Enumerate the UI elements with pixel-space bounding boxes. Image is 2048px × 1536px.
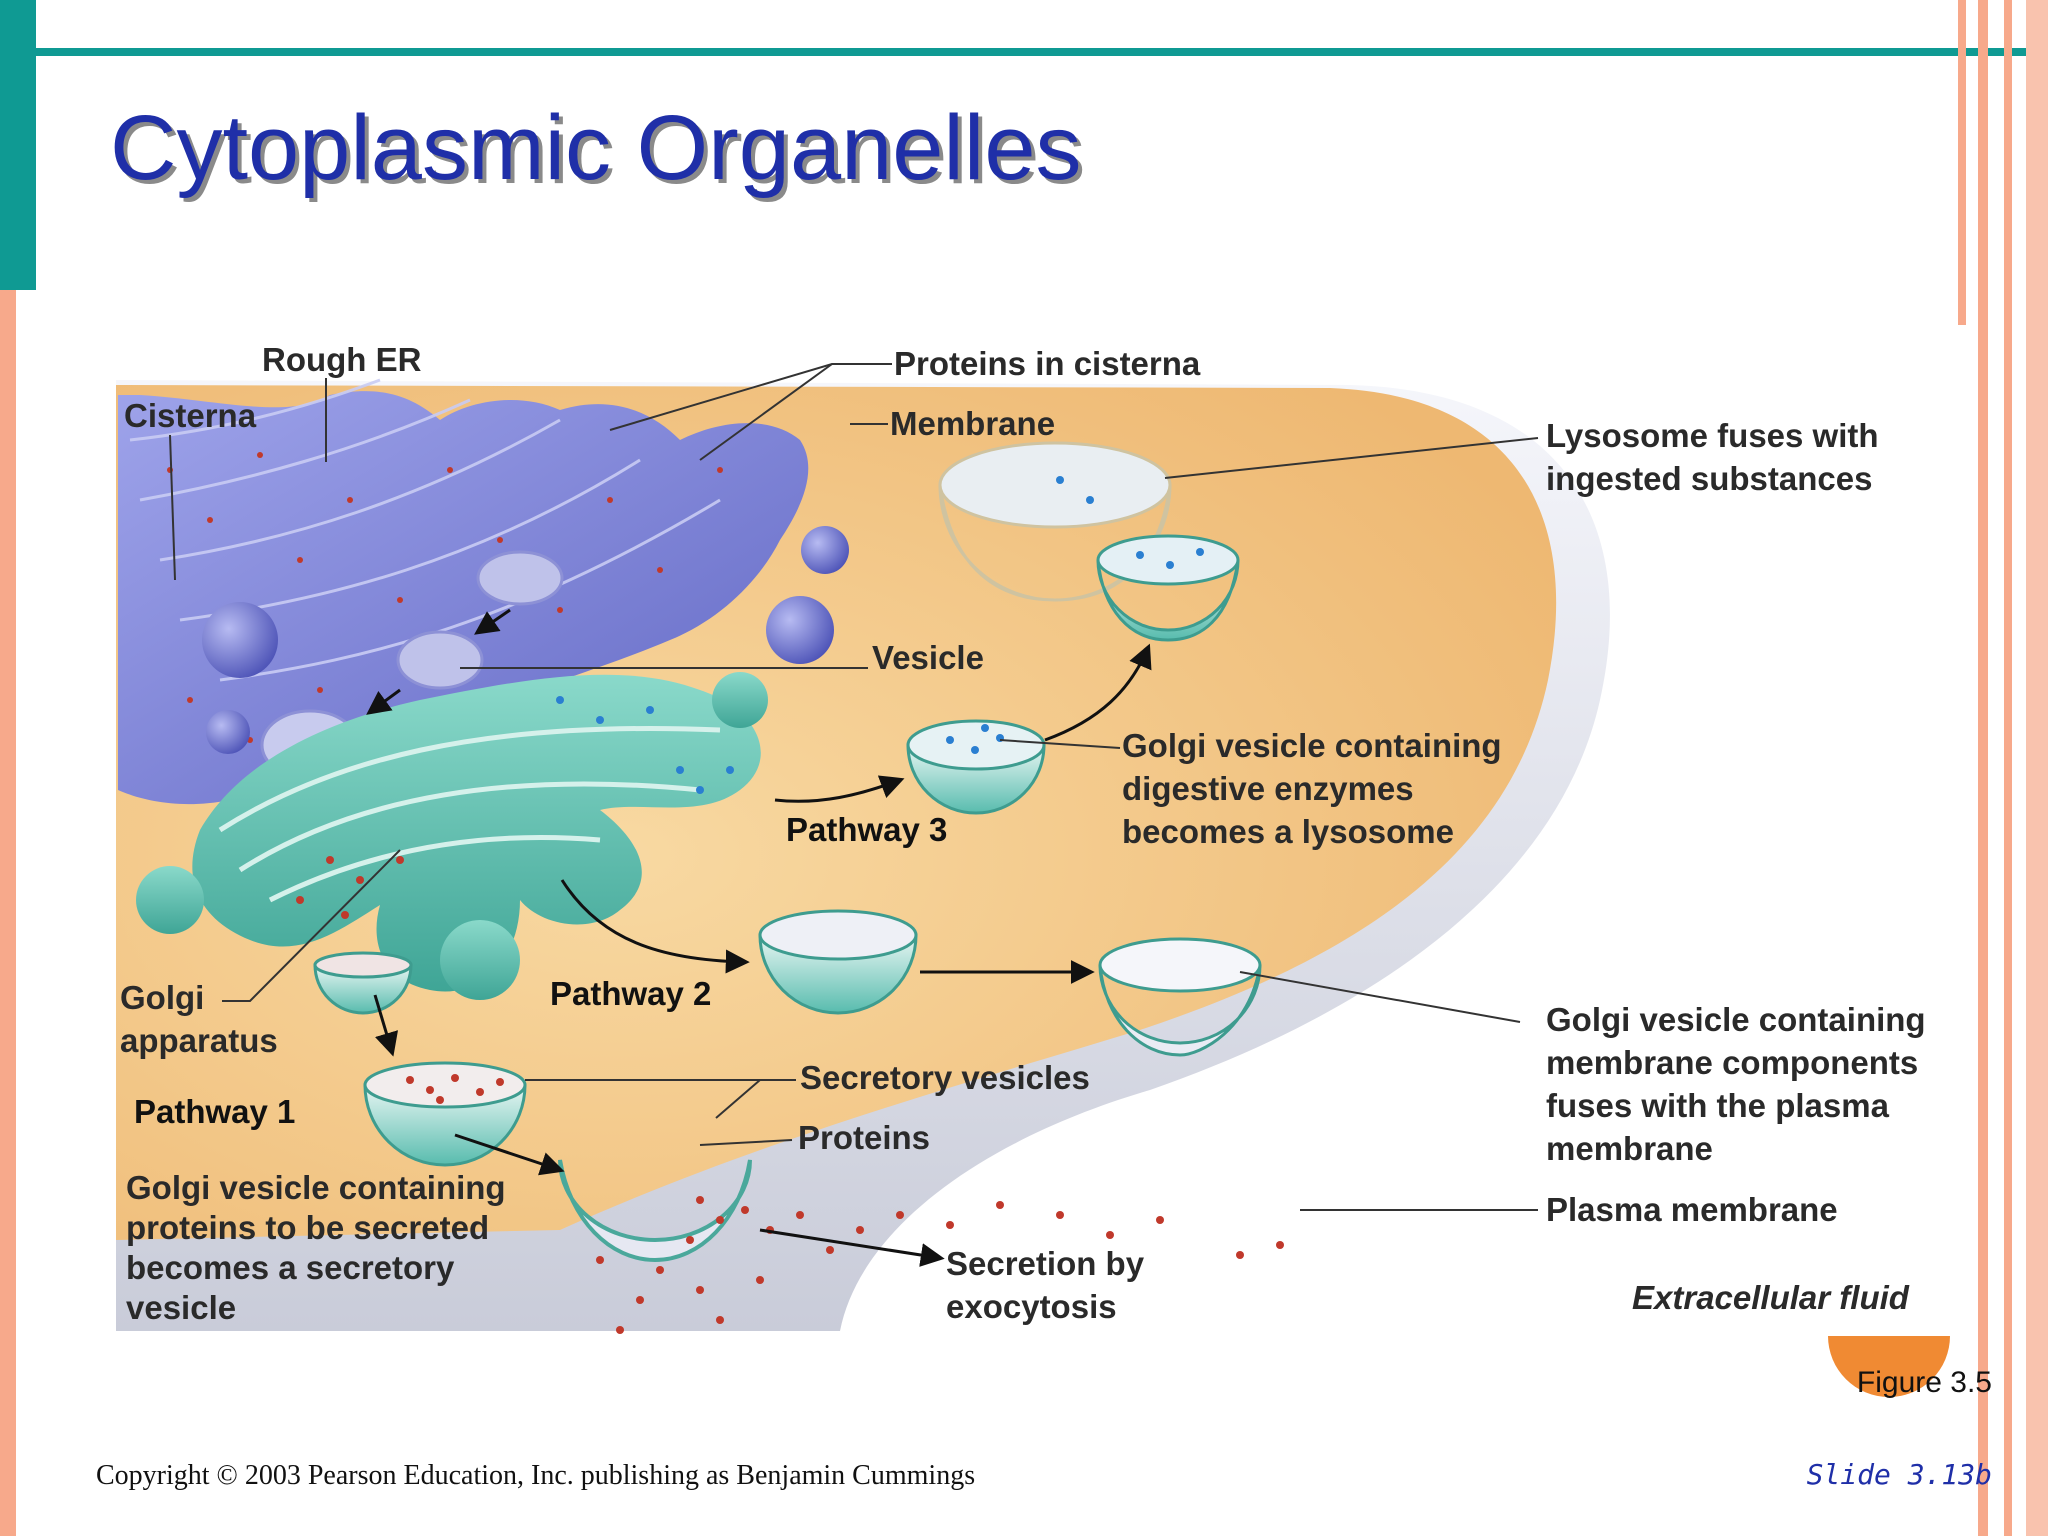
pathway1-vesicle-bud	[313, 963, 413, 1015]
label-lysosome-fuses-line2: ingested substances	[1546, 460, 1873, 497]
er-vesicle-small-2	[801, 526, 849, 574]
label-golgi-membrane-line3: fuses with the plasma	[1546, 1087, 1889, 1124]
label-plasma-membrane: Plasma membrane	[1546, 1191, 1838, 1228]
figure-number: Figure 3.5	[1856, 1366, 1992, 1399]
pathway2-vesicle	[758, 909, 918, 1015]
leader-proteins-cisterna-2	[699, 363, 833, 461]
golgi-bleb-3	[712, 672, 768, 728]
label-golgi-secreted-line2: proteins to be secreted	[126, 1209, 490, 1246]
lysosome-precursor-vesicle	[906, 719, 1046, 815]
leader-lysosome-fuses	[1164, 437, 1539, 479]
label-golgi-membrane-line4: membrane	[1546, 1130, 1713, 1167]
leader-cisterna	[169, 434, 176, 581]
label-extracellular-fluid: Extracellular fluid	[1632, 1279, 1909, 1316]
transport-vesicle-2	[396, 630, 484, 690]
label-golgi-apparatus-line1: Golgi	[120, 979, 205, 1016]
er-vesicle-large	[202, 602, 278, 678]
left-teal-bar	[0, 0, 36, 290]
label-golgi-secreted-line4: vesicle	[126, 1289, 237, 1326]
label-cisterna: Cisterna	[124, 397, 257, 434]
arrow-to-lysosome	[1044, 643, 1152, 742]
arrow-pathway3-to-vesicle	[774, 775, 905, 803]
right-salmon-bar-4	[2026, 0, 2048, 1536]
exocytosis-vesicle	[558, 1159, 752, 1263]
leader-golgi-digestive	[999, 739, 1121, 749]
label-secretory-vesicles: Secretory vesicles	[800, 1059, 1090, 1096]
golgi-apparatus	[192, 674, 761, 992]
er-vesicle-small-3	[206, 710, 250, 754]
arrow-secretion	[759, 1228, 945, 1267]
label-secretion-line1: Secretion by	[946, 1245, 1145, 1282]
arrow-er-to-vesicle-1	[474, 608, 511, 635]
transport-vesicle-1	[476, 550, 564, 606]
label-golgi-apparatus-line2: apparatus	[120, 1022, 278, 1059]
label-pathway-1: Pathway 1	[134, 1093, 296, 1130]
slide-title: Cytoplasmic Organelles	[110, 97, 1082, 199]
rough-er	[118, 391, 809, 805]
er-vesicle-small-1	[766, 596, 834, 664]
arrow-er-to-vesicle-2	[366, 688, 401, 715]
label-golgi-secreted-line1: Golgi vesicle containing	[126, 1169, 506, 1206]
label-membrane: Membrane	[890, 405, 1056, 442]
membrane-fusing-vesicle	[1098, 937, 1262, 1057]
leader-secretory-2	[715, 1079, 761, 1119]
slide-number: Slide 3.13b	[1806, 1458, 1992, 1491]
golgi-bleb-2	[440, 920, 520, 1000]
right-salmon-bar-3	[2004, 0, 2012, 1536]
right-salmon-bar-2	[1978, 0, 1988, 1536]
label-pathway-2: Pathway 2	[550, 975, 712, 1012]
label-golgi-digestive-line2: digestive enzymes	[1122, 770, 1414, 807]
arrow-pathway2-to-fusion	[560, 879, 750, 974]
label-proteins-in-cisterna: Proteins in cisterna	[894, 345, 1201, 382]
arrow-pathway1-to-secretory	[454, 1133, 565, 1176]
leader-proteins	[699, 1139, 793, 1146]
label-golgi-digestive-line1: Golgi vesicle containing	[1122, 727, 1502, 764]
leader-golgi-apparatus	[222, 849, 401, 1002]
label-lysosome-fuses-line1: Lysosome fuses with	[1546, 417, 1879, 454]
golgi-bleb-1	[136, 866, 204, 934]
right-salmon-bar-1	[1958, 0, 1966, 325]
label-secretion-line2: exocytosis	[946, 1288, 1117, 1325]
leader-golgi-membrane	[1239, 971, 1521, 1023]
label-golgi-secreted-line3: becomes a secretory	[126, 1249, 455, 1286]
top-teal-rule	[36, 48, 2032, 56]
label-golgi-membrane-line2: membrane components	[1546, 1044, 1919, 1081]
label-golgi-digestive-line3: becomes a lysosome	[1122, 813, 1454, 850]
left-salmon-bar	[0, 290, 16, 1536]
label-vesicle: Vesicle	[872, 639, 984, 676]
orange-half-circle	[1828, 1336, 1950, 1397]
ingested-substance-vacuole	[938, 441, 1172, 602]
copyright-notice: Copyright © 2003 Pearson Education, Inc.…	[96, 1460, 976, 1491]
label-rough-er: Rough ER	[262, 341, 422, 378]
label-pathway-3: Pathway 3	[786, 811, 948, 848]
lysosome-fusing	[1056, 476, 1240, 642]
label-golgi-membrane-line1: Golgi vesicle containing	[1546, 1001, 1926, 1038]
label-proteins: Proteins	[798, 1119, 931, 1156]
arrow-golgi-to-pathway1	[373, 994, 399, 1057]
